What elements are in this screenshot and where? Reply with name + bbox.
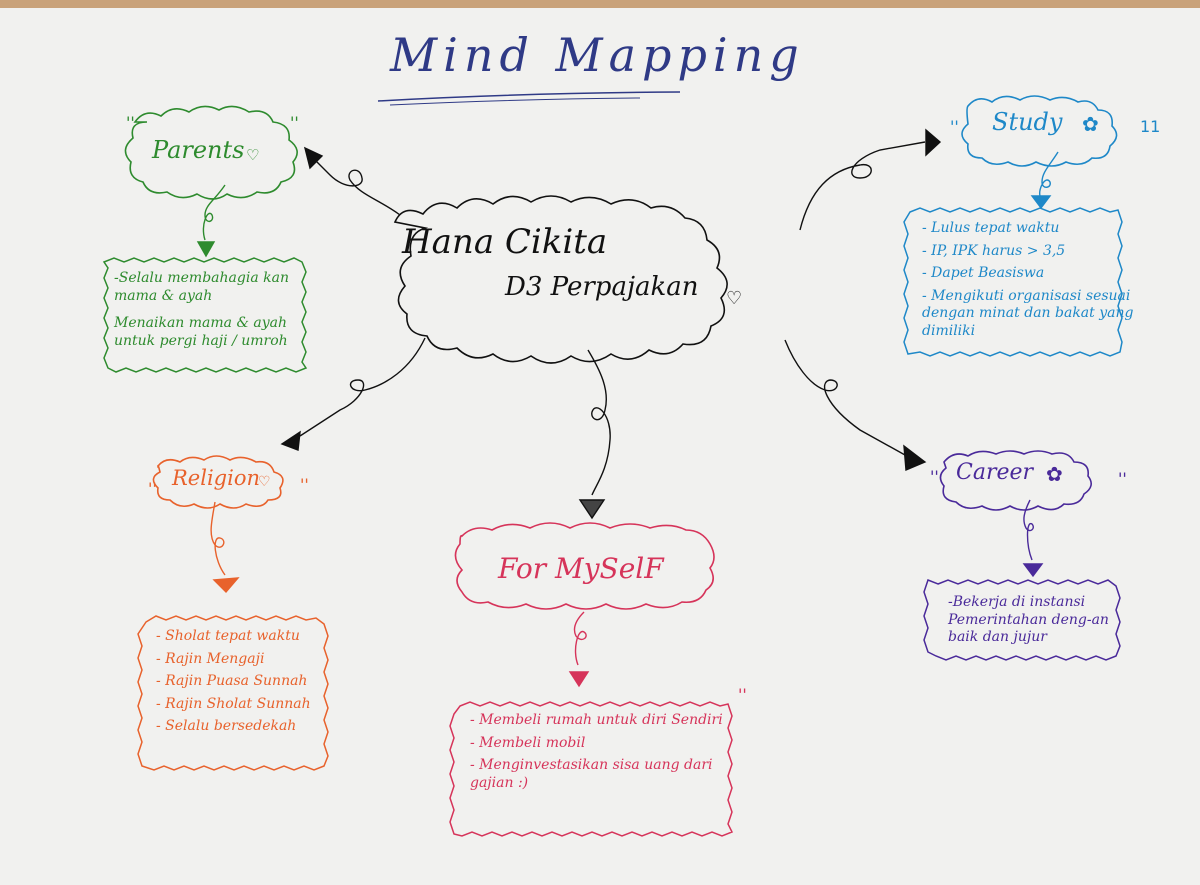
myself-label: For MySelF [498, 552, 664, 585]
flower-icon: ✿ [1082, 112, 1099, 136]
arrow-myself-box [568, 611, 590, 688]
list-item: - Sholat tepat waktu [156, 628, 300, 644]
myself-list: - Membeli rumah untuk diri Sendiri - Mem… [470, 712, 740, 797]
parents-list: -Selalu membahagia kan mama & ayah Menai… [114, 270, 302, 355]
title-underline-2 [389, 97, 641, 106]
svg-text:11: 11 [1140, 117, 1160, 136]
study-list: - Lulus tepat waktu - IP, IPK harus > 3,… [922, 220, 1136, 345]
career-list: -Bekerja di instansi Pemerintahan deng-a… [948, 594, 1128, 652]
study-label: Study [992, 108, 1063, 136]
title-underline [377, 91, 681, 102]
connector-study [799, 128, 942, 231]
career-box [923, 579, 1121, 661]
parents-label: Parents [152, 136, 245, 164]
heart-icon: ♡ [258, 474, 271, 490]
list-item: - Dapet Beasiswa [922, 265, 1045, 281]
connector-religion [280, 337, 426, 451]
list-item: - Selalu bersedekah [156, 718, 297, 734]
center-name: Hana Cikita [402, 222, 608, 262]
svg-text:'': '' [300, 475, 309, 494]
list-item: - Membeli mobil [470, 734, 586, 751]
accent-marks: '' '' '' 11 '' '' '' '' '' [126, 113, 1160, 704]
list-item: - IP, IPK harus > 3,5 [922, 242, 1066, 259]
arrow-study-box [1030, 151, 1059, 210]
list-item: - Mengikuti organisasi sesuai dengan min… [922, 287, 1134, 339]
list-item: -Selalu membahagia kan mama & ayah [114, 270, 289, 304]
center-subtitle: D3 Perpajakan [505, 272, 699, 302]
svg-text:'': '' [126, 113, 135, 132]
heart-icon: ♡ [246, 146, 260, 164]
svg-text:'': '' [290, 113, 299, 132]
list-item: - Menginvestasikan sisa uang dari gajian… [470, 757, 713, 791]
heart-icon: ♡ [726, 288, 743, 309]
career-cloud [939, 450, 1092, 511]
parents-box [102, 257, 308, 373]
connector-myself [578, 349, 611, 520]
connector-parents [303, 146, 401, 216]
list-item: - Rajin Mengaji [156, 650, 265, 667]
religion-box [137, 615, 329, 771]
list-item: -Bekerja di instansi Pemerintahan deng-a… [948, 594, 1109, 645]
list-item: - Membeli rumah untuk diri Sendiri [470, 712, 723, 728]
study-box [903, 207, 1123, 357]
parents-cloud [124, 105, 298, 200]
paper-background [0, 8, 1200, 885]
myself-cloud [454, 522, 715, 610]
list-item: - Lulus tepat waktu [922, 220, 1060, 236]
religion-label: Religion [172, 466, 260, 490]
svg-text:'': '' [950, 117, 959, 136]
page-title: Mind Mapping [390, 28, 805, 82]
svg-text:'': '' [1118, 469, 1127, 488]
svg-text:'': '' [148, 479, 157, 498]
arrow-career-box [1022, 499, 1044, 578]
list-item: - Rajin Puasa Sunnah [156, 673, 308, 689]
arrow-parents-box [196, 184, 226, 258]
svg-text:'': '' [738, 685, 747, 704]
religion-cloud [152, 455, 284, 509]
myself-box [449, 701, 734, 837]
career-label: Career [956, 460, 1034, 485]
arrow-religion-box [210, 501, 240, 594]
connector-career [784, 339, 927, 472]
center-cloud [393, 195, 728, 364]
list-item: - Rajin Sholat Sunnah [156, 695, 311, 712]
flower-icon: ✿ [1046, 462, 1063, 486]
svg-text:'': '' [930, 467, 939, 486]
religion-list: - Sholat tepat waktu - Rajin Mengaji - R… [156, 628, 342, 741]
list-item: Menaikan mama & ayah untuk pergi haji / … [114, 315, 288, 349]
study-cloud [961, 95, 1118, 167]
